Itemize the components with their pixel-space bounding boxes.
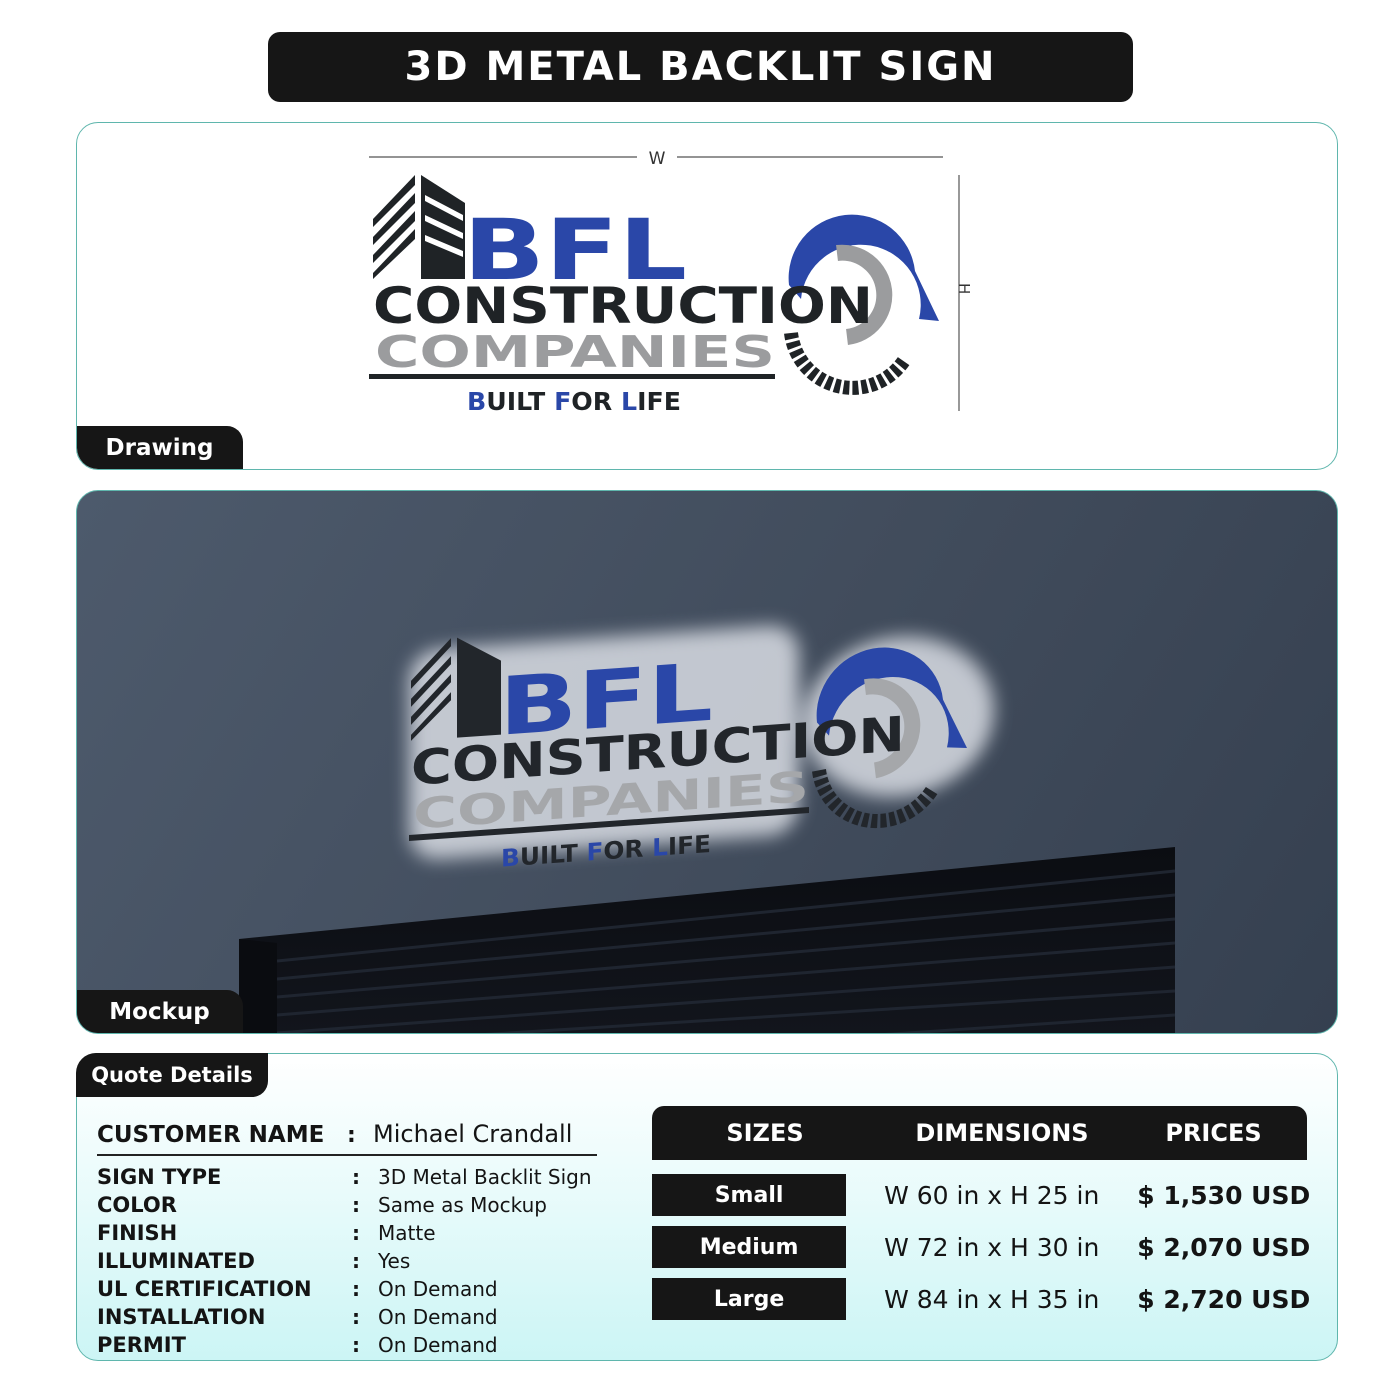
separator: : xyxy=(352,1192,360,1217)
quote-panel: Quote Details CUSTOMER NAME : Michael Cr… xyxy=(76,1053,1338,1361)
quote-info: CUSTOMER NAME : Michael Crandall SIGN TY… xyxy=(97,1120,617,1358)
spec-value: Yes xyxy=(378,1248,411,1273)
pricing-row: Large W 84 in x H 35 in $ 2,720 USD xyxy=(652,1278,1312,1320)
spec-row: PERMIT : On Demand xyxy=(97,1331,617,1358)
size-dimensions: W 84 in x H 35 in xyxy=(884,1284,1100,1314)
spec-value: On Demand xyxy=(378,1332,498,1357)
separator: : xyxy=(352,1332,360,1357)
logo-line-construction: CONSTRUCTION xyxy=(373,277,873,335)
drawing-tab: Drawing xyxy=(77,426,243,469)
spec-value: On Demand xyxy=(378,1304,498,1329)
size-price: $ 2,070 USD xyxy=(1137,1232,1311,1262)
mockup-logo-tagline: BUILT FOR LIFE xyxy=(501,830,711,873)
mockup-logo-bfl: BFL xyxy=(499,646,713,754)
pricing-table: SIZES DIMENSIONS PRICES Small W 60 in x … xyxy=(652,1106,1312,1320)
spec-label: FINISH xyxy=(97,1220,178,1245)
pricing-row: Medium W 72 in x H 30 in $ 2,070 USD xyxy=(652,1226,1312,1268)
header-dimensions: DIMENSIONS xyxy=(915,1119,1089,1147)
size-label: Medium xyxy=(652,1226,847,1268)
separator: : xyxy=(352,1304,360,1329)
logo-underline xyxy=(369,374,775,379)
spec-row: COLOR : Same as Mockup xyxy=(97,1191,617,1218)
spec-label: PERMIT xyxy=(97,1332,186,1357)
company-logo: BFL CONSTRUCTION COMPANIES BUILT FOR LIF… xyxy=(369,175,939,416)
spec-label: ILLUMINATED xyxy=(97,1248,255,1273)
mockup-tab: Mockup xyxy=(77,990,243,1033)
spec-label: UL CERTIFICATION xyxy=(97,1276,312,1301)
page-title: 3D METAL BACKLIT SIGN xyxy=(268,32,1133,102)
size-dimensions: W 60 in x H 25 in xyxy=(884,1180,1100,1210)
spec-label: SIGN TYPE xyxy=(97,1164,222,1189)
logo-drawing: W H BFL xyxy=(369,149,973,416)
backlit-sign: BFL CONSTRUCTION COMPANIES BUILT FOR LIF… xyxy=(409,625,994,873)
size-label: Small xyxy=(652,1174,847,1216)
spec-value: 3D Metal Backlit Sign xyxy=(378,1164,592,1189)
building-icon xyxy=(373,175,465,279)
customer-name-value: Michael Crandall xyxy=(373,1120,573,1148)
separator: : xyxy=(352,1248,360,1273)
logo-line-bfl: BFL xyxy=(463,201,687,299)
logo-tagline: BUILT FOR LIFE xyxy=(467,387,681,416)
spec-value: Same as Mockup xyxy=(378,1192,547,1217)
header-prices: PRICES xyxy=(1165,1119,1262,1147)
pricing-table-header: SIZES DIMENSIONS PRICES xyxy=(652,1106,1307,1160)
drawing-panel: W H BFL xyxy=(76,122,1338,470)
separator: : xyxy=(352,1220,360,1245)
spec-row: ILLUMINATED : Yes xyxy=(97,1247,617,1274)
spec-value: On Demand xyxy=(378,1276,498,1301)
mockup-panel: BFL CONSTRUCTION COMPANIES BUILT FOR LIF… xyxy=(76,490,1338,1034)
width-marker: W xyxy=(649,149,666,169)
size-price: $ 2,720 USD xyxy=(1137,1284,1311,1314)
customer-name-row: CUSTOMER NAME : Michael Crandall xyxy=(97,1120,597,1156)
size-price: $ 1,530 USD xyxy=(1137,1180,1311,1210)
spec-row: SIGN TYPE : 3D Metal Backlit Sign xyxy=(97,1163,617,1190)
gear-icon xyxy=(784,214,939,395)
size-dimensions: W 72 in x H 30 in xyxy=(884,1232,1100,1262)
spec-value: Matte xyxy=(378,1220,436,1245)
garage-shutter xyxy=(239,847,1176,1033)
spec-row: UL CERTIFICATION : On Demand xyxy=(97,1275,617,1302)
spec-label: COLOR xyxy=(97,1192,177,1217)
height-marker: H xyxy=(955,283,973,294)
spec-row: INSTALLATION : On Demand xyxy=(97,1303,617,1330)
pricing-row: Small W 60 in x H 25 in $ 1,530 USD xyxy=(652,1174,1312,1216)
separator: : xyxy=(352,1164,360,1189)
separator: : xyxy=(352,1276,360,1301)
customer-name-label: CUSTOMER NAME xyxy=(97,1122,325,1148)
spec-label: INSTALLATION xyxy=(97,1304,266,1329)
mockup-scene: BFL CONSTRUCTION COMPANIES BUILT FOR LIF… xyxy=(239,625,1176,1033)
header-sizes: SIZES xyxy=(726,1119,804,1147)
quote-details-tab: Quote Details xyxy=(76,1053,268,1097)
logo-line-companies: COMPANIES xyxy=(375,327,775,378)
spec-row: FINISH : Matte xyxy=(97,1219,617,1246)
separator: : xyxy=(347,1123,356,1148)
size-label: Large xyxy=(652,1278,847,1320)
